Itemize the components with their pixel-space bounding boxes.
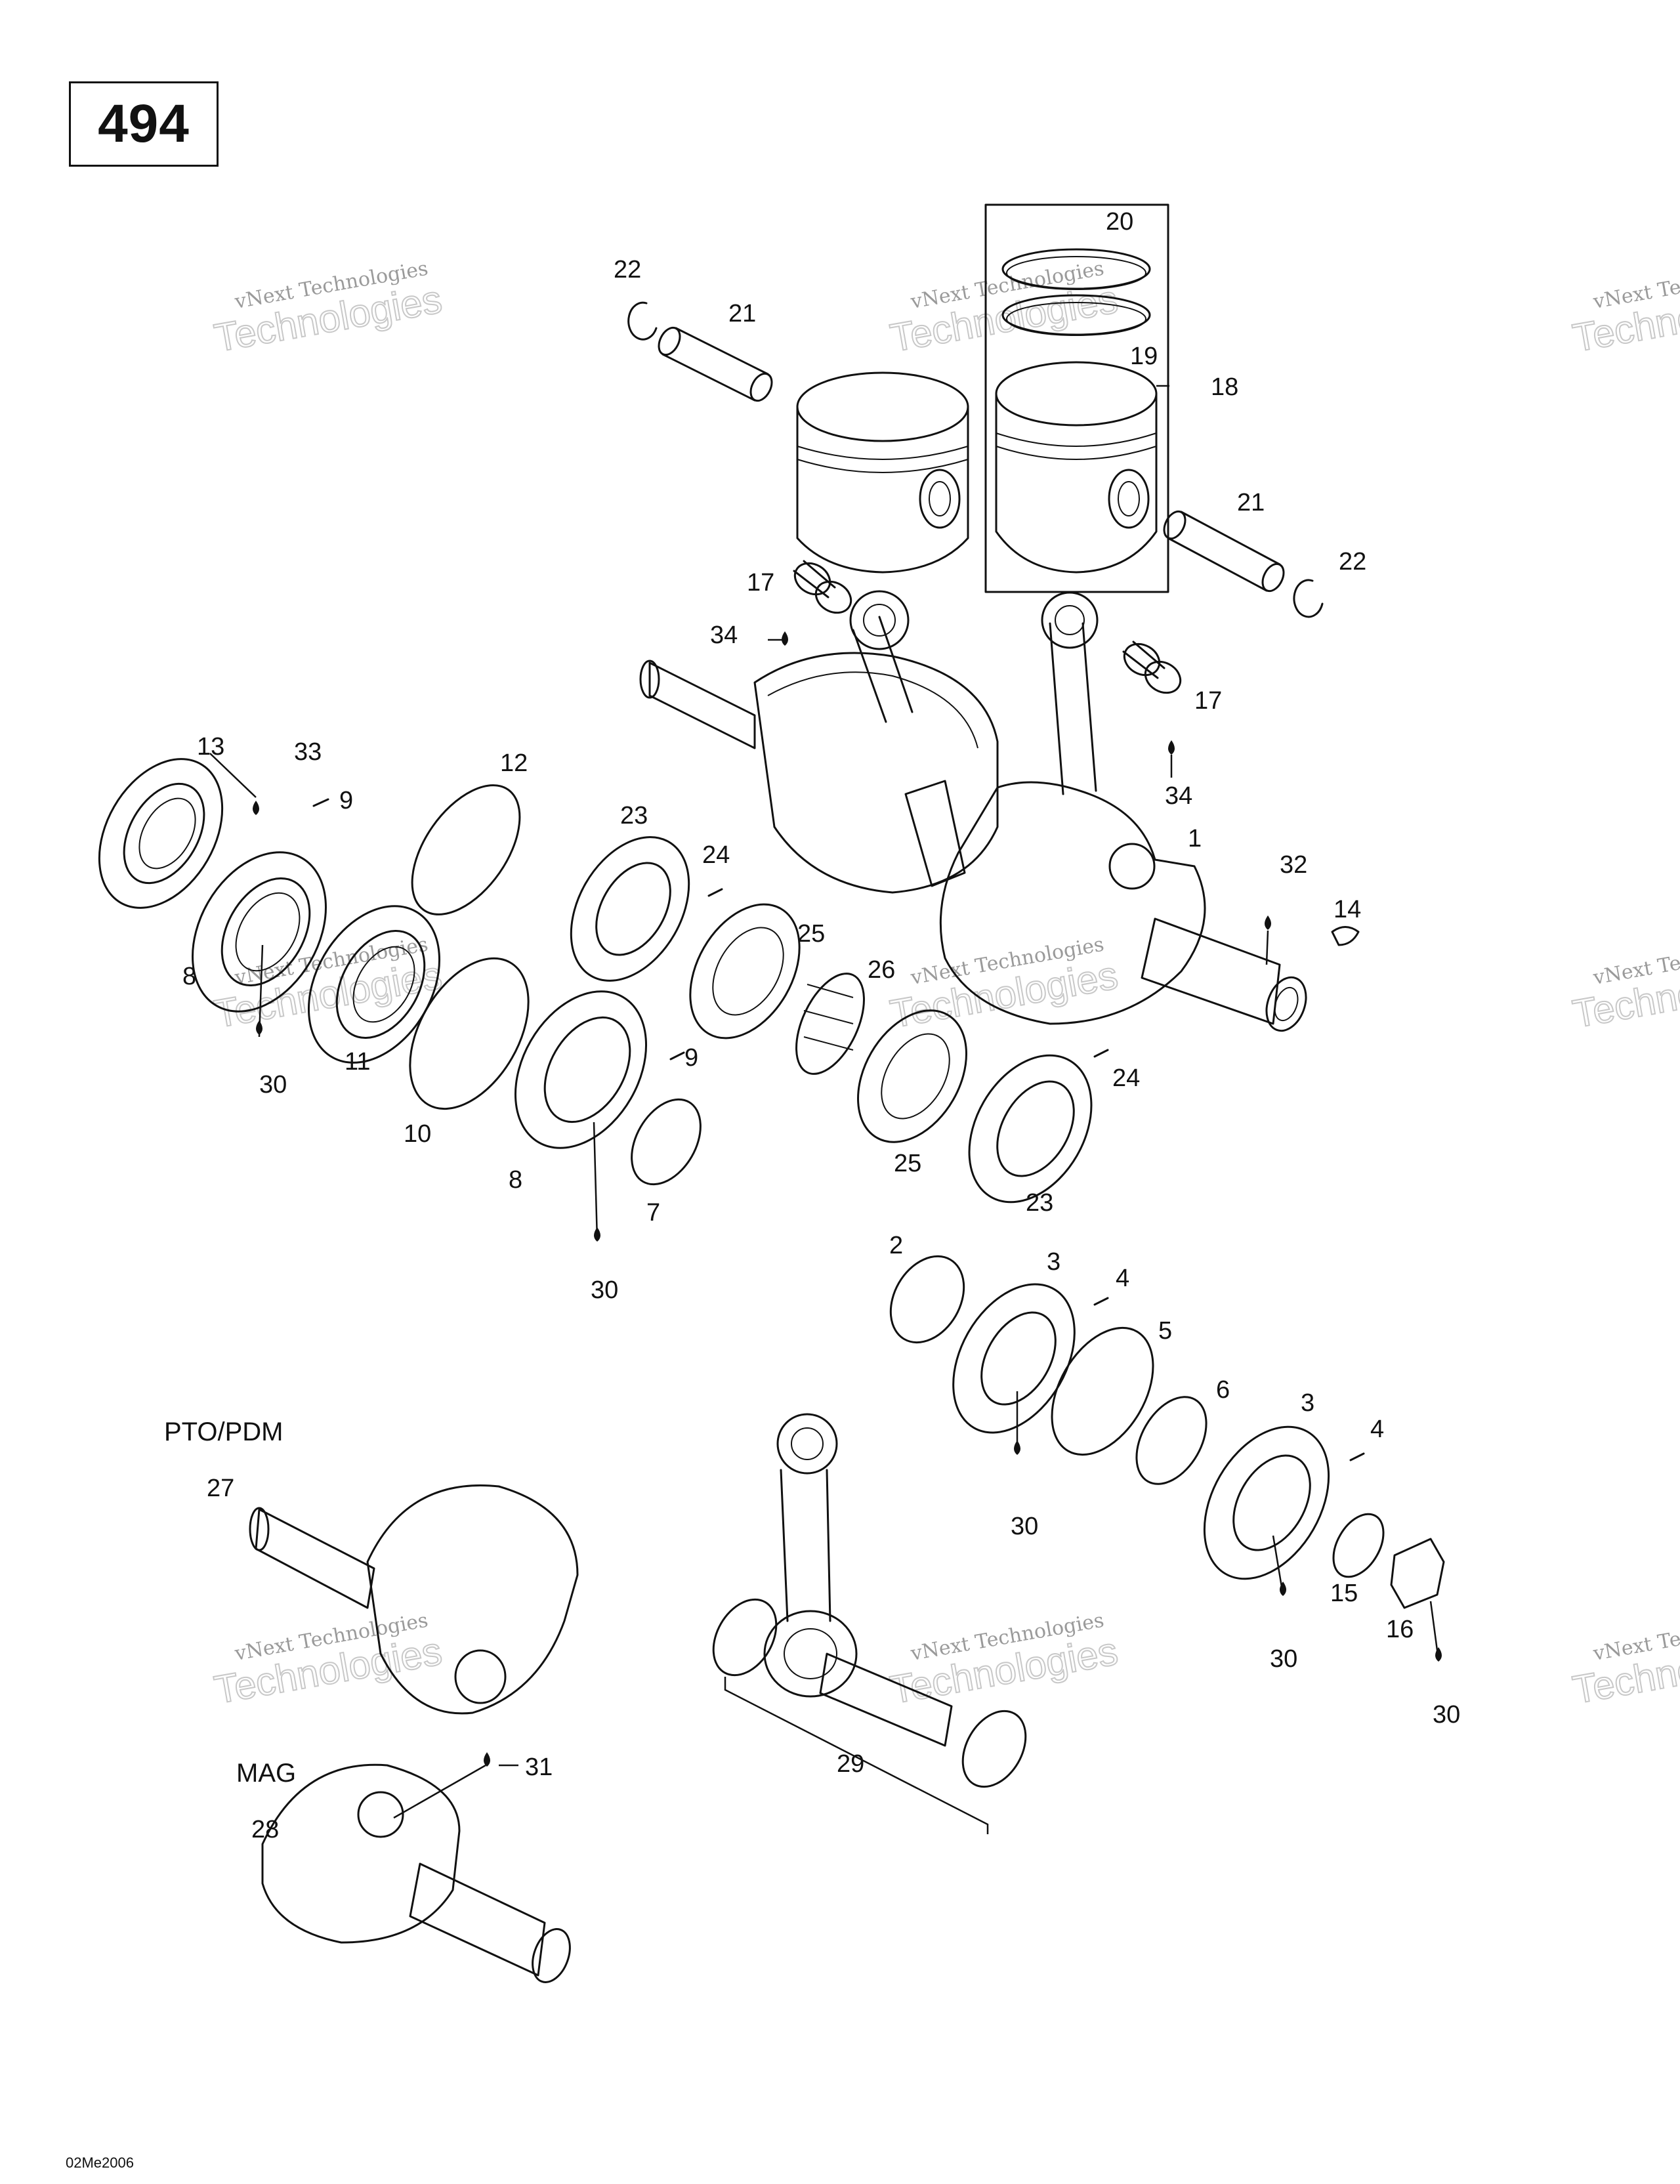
needle-bearing-lower [1122,640,1182,694]
callout: 23 [1026,1189,1053,1217]
watermarks: Technologies vNext Technologies Technolo… [211,257,1680,1713]
piston-rings [1001,248,1151,336]
callout: 18 [1211,373,1238,401]
lubricant-drops [253,631,1442,1767]
crank-half-pto [249,1484,579,1715]
callout: 30 [1433,1701,1460,1729]
bearing-23-right [968,1054,1093,1204]
callout: 3 [1047,1248,1060,1276]
callout: 8 [509,1166,522,1194]
crank-half-mag [261,1763,571,1983]
callout: 24 [702,841,730,869]
section-label-mag: MAG [236,1759,296,1788]
callout: 2 [889,1232,903,1259]
callout: 25 [894,1150,921,1177]
callout: 17 [1194,687,1222,715]
callout: 27 [207,1475,234,1502]
callout: 24 [1112,1064,1140,1092]
callout: 8 [182,963,196,990]
callout: 20 [1106,208,1133,236]
section-label-pto: PTO/PDM [164,1418,284,1446]
piston-left [796,371,969,574]
circlip-right [1293,579,1324,618]
spacer-7 [631,1098,702,1186]
crankshaft-assembly [639,590,1307,1032]
piston-kit-box [984,203,1169,593]
callout: 34 [710,621,738,649]
needle-bearing-upper [793,560,852,614]
washer-15 [1332,1513,1385,1578]
callout: 34 [1165,782,1192,810]
callout: 19 [1130,343,1158,370]
callout: 5 [1158,1317,1172,1345]
callout: 16 [1386,1616,1414,1643]
callout: 6 [1216,1376,1230,1404]
callout: 12 [500,749,528,777]
connecting-rod-kit [712,1413,1027,1834]
callout: 31 [525,1754,553,1781]
callout: 7 [646,1199,660,1227]
o-ring-12 [411,784,521,915]
circlip-left [627,301,658,341]
callout: 23 [620,802,648,830]
callout: 22 [614,256,641,284]
callout: 15 [1330,1580,1358,1607]
bearing-23-left [570,836,690,982]
wrist-pin-right [1163,510,1285,593]
callout: 9 [339,787,353,814]
leader-lines [209,385,1440,1819]
callout: 30 [1011,1513,1038,1540]
woodruff-key [1331,926,1360,946]
oil-seal-13 [98,758,224,909]
piston-right [995,361,1158,574]
gear-26 [795,973,865,1075]
page-number: 494 [98,94,190,154]
callout: 21 [728,300,756,327]
ball-bearing-8-left [192,851,327,1013]
callout: 30 [1270,1645,1297,1673]
o-ring-10 [409,957,530,1110]
wrist-pin-left [658,326,773,402]
seal-25-left [689,903,801,1040]
callout: 1 [1188,825,1202,852]
callout: 13 [197,733,224,761]
callout: 29 [837,1750,864,1778]
bearing-3-lower [1203,1425,1330,1580]
callout: 11 [345,1048,370,1076]
page-number-box: 494 [69,81,219,167]
callout: 21 [1237,489,1265,516]
footer-code: 02Me2006 [66,2154,134,2171]
seal-25-right [857,1009,967,1143]
dowel-pins [312,798,1365,1461]
ball-bearing-8-center [514,990,648,1149]
callout: 22 [1339,548,1366,576]
callout: 4 [1116,1265,1129,1292]
callout: 10 [404,1120,431,1148]
callout: 17 [747,569,774,597]
callout: 4 [1370,1416,1384,1443]
spacer-6 [1135,1396,1208,1485]
callout-labels: 1 2 3 3 4 4 5 6 7 8 8 9 9 10 11 12 13 14… [182,208,1460,1843]
o-ring-5 [1051,1326,1154,1456]
ring-2 [889,1255,965,1344]
callout: 26 [868,956,895,984]
callout: 30 [591,1276,618,1304]
nut-16 [1390,1538,1445,1609]
callout: 25 [797,920,825,948]
callout: 28 [251,1816,279,1843]
callout: 14 [1334,896,1361,923]
callout: 30 [259,1071,287,1099]
callout: 9 [684,1044,698,1072]
callout: 32 [1280,851,1307,879]
callout: 33 [294,738,322,766]
callout: 3 [1301,1389,1314,1417]
